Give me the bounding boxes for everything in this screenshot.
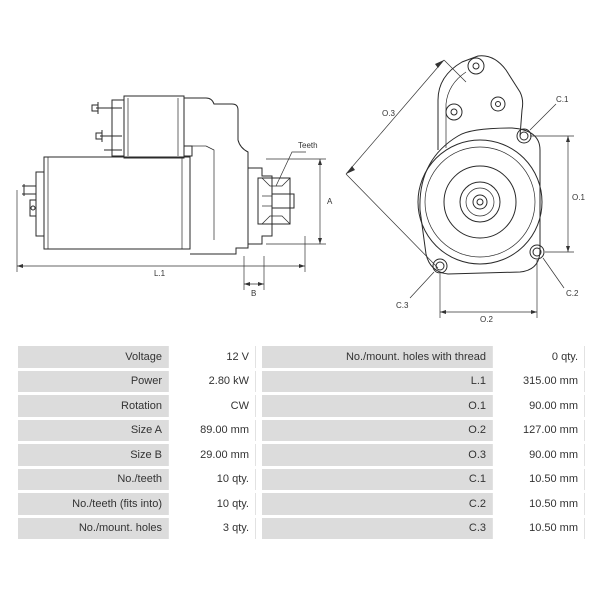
spec-gap (256, 370, 262, 392)
spec-left-value: 3 qty. (168, 517, 256, 539)
spec-left-value: CW (168, 395, 256, 417)
spec-left-label: Power (18, 370, 168, 392)
spec-left-label: Size B (18, 444, 168, 466)
spec-left-label: No./teeth (fits into) (18, 493, 168, 515)
spec-right-label: L.1 (262, 370, 492, 392)
starter-motor-drawing: Teeth A B L.1 (16, 55, 585, 324)
spec-left-label: Rotation (18, 395, 168, 417)
dimension-c2-label: C.2 (566, 289, 579, 298)
spec-left-value: 89.00 mm (168, 419, 256, 441)
spec-right-label: O.1 (262, 395, 492, 417)
teeth-label: Teeth (298, 141, 318, 150)
spec-gap (256, 517, 262, 539)
dimension-a-label: A (327, 197, 333, 206)
spec-right-value: 90.00 mm (492, 395, 585, 417)
dimension-l1-label: L.1 (154, 269, 166, 278)
dimension-o2-label: O.2 (480, 315, 493, 324)
spec-gap (256, 444, 262, 466)
dimension-c3-label: C.3 (396, 301, 409, 310)
spec-left-value: 2.80 kW (168, 370, 256, 392)
spec-left-value: 12 V (168, 346, 256, 368)
spec-right-value: 10.50 mm (492, 493, 585, 515)
dimension-b-label: B (251, 289, 256, 298)
spec-gap (256, 419, 262, 441)
spec-left-label: No./mount. holes (18, 517, 168, 539)
spec-left-label: Size A (18, 419, 168, 441)
spec-right-label: O.3 (262, 444, 492, 466)
spec-right-value: 10.50 mm (492, 468, 585, 490)
spec-right-label: No./mount. holes with thread (262, 346, 492, 368)
spec-right-label: C.2 (262, 493, 492, 515)
spec-gap (256, 493, 262, 515)
spec-right-value: 10.50 mm (492, 517, 585, 539)
spec-gap (256, 468, 262, 490)
spec-right-value: 315.00 mm (492, 370, 585, 392)
front-view: O.3 O.1 O.2 C.1 C.2 C.3 (345, 55, 585, 324)
spec-right-label: C.3 (262, 517, 492, 539)
spec-right-value: 127.00 mm (492, 419, 585, 441)
dimension-o1-label: O.1 (572, 193, 585, 202)
dimension-o3-label: O.3 (382, 109, 395, 118)
spec-right-label: C.1 (262, 468, 492, 490)
spec-gap (256, 346, 262, 368)
spec-left-value: 10 qty. (168, 468, 256, 490)
spec-gap (256, 395, 262, 417)
dimension-c1-label: C.1 (556, 95, 569, 104)
spec-left-label: No./teeth (18, 468, 168, 490)
spec-right-value: 0 qty. (492, 346, 585, 368)
spec-left-label: Voltage (18, 346, 168, 368)
spec-right-value: 90.00 mm (492, 444, 585, 466)
side-view: Teeth A B L.1 (16, 95, 333, 298)
spec-left-value: 10 qty. (168, 493, 256, 515)
spec-right-label: O.2 (262, 419, 492, 441)
spec-left-value: 29.00 mm (168, 444, 256, 466)
